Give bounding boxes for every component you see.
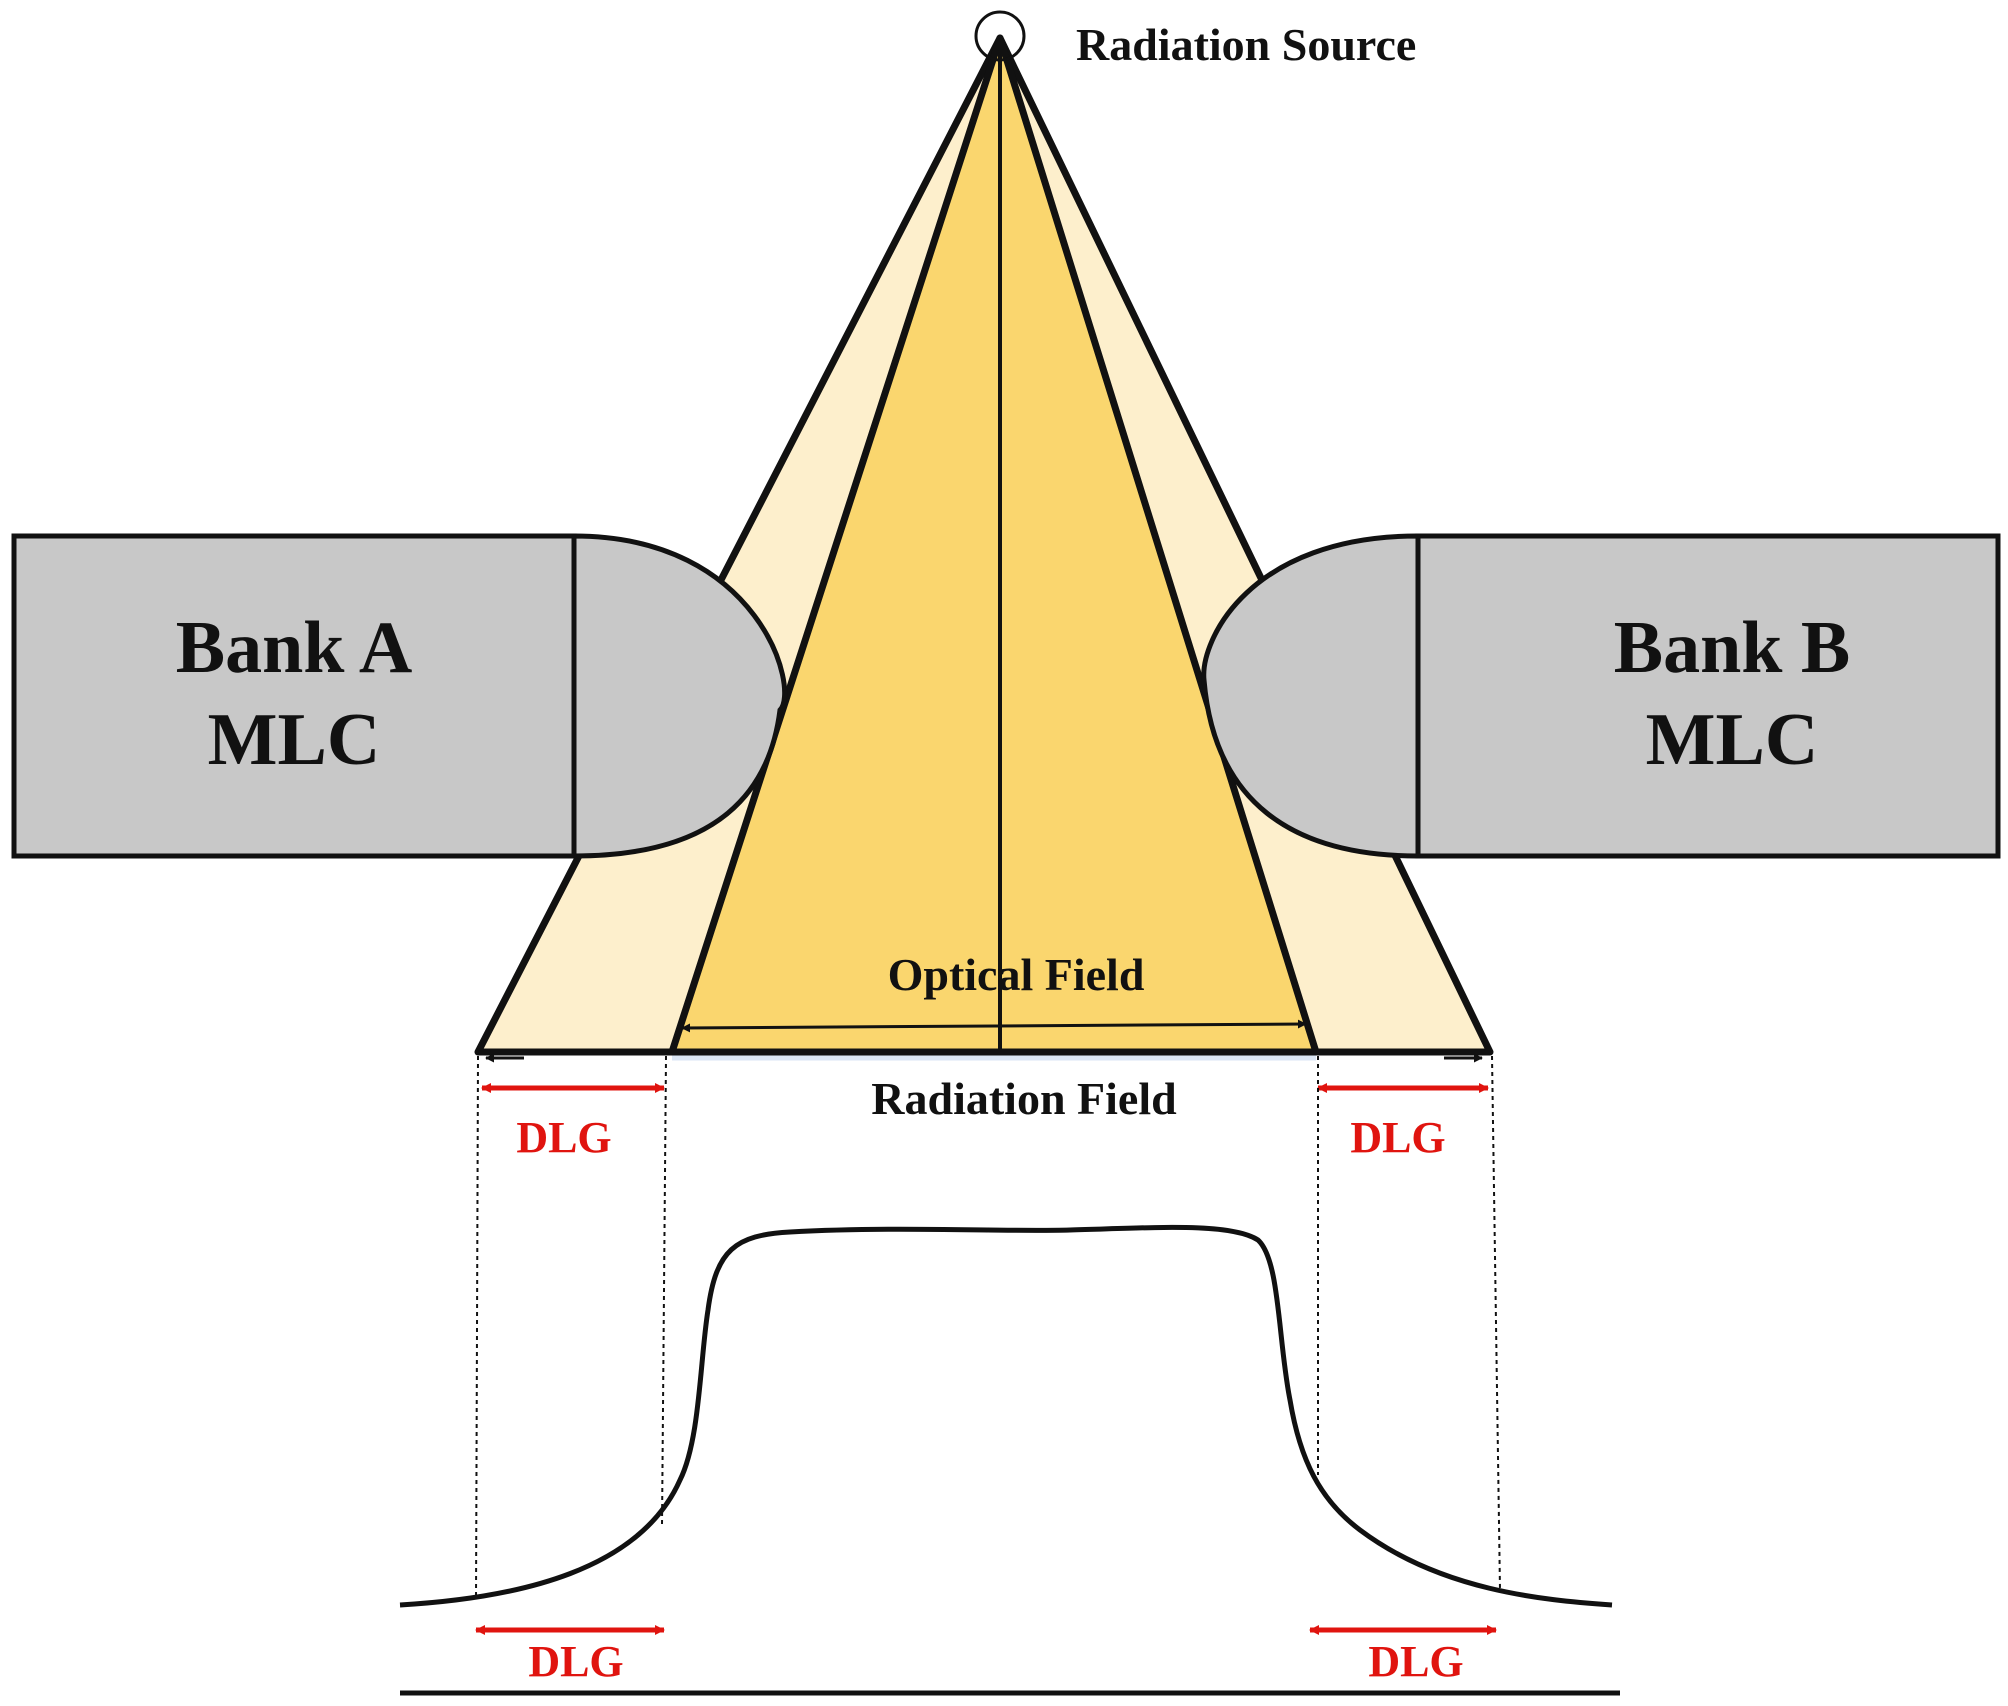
radiation-source-label: Radiation Source (1076, 19, 1416, 70)
bank-a-body (11, 533, 577, 859)
optical-field-label: Optical Field (888, 949, 1145, 1000)
bank-b-label-line2: MLC (1646, 699, 1819, 781)
bank-b-mlc (1201, 533, 2001, 859)
bank-a-mlc (11, 533, 788, 859)
radiation-source-icon (974, 10, 1026, 62)
dlg-label-upper-left: DLG (516, 1113, 611, 1162)
dlg-label-lower-left: DLG (528, 1637, 623, 1686)
optical-field-arrow (681, 1019, 1307, 1033)
dose-profile-curve (399, 1224, 1613, 1608)
bank-b-body (1415, 533, 2001, 859)
bank-a-label-line2: MLC (208, 699, 381, 781)
dotted-guides (475, 1055, 1501, 1601)
bank-a-label-line1: Bank A (176, 607, 413, 689)
dlg-label-upper-right: DLG (1350, 1113, 1445, 1162)
bank-b-label-line1: Bank B (1614, 607, 1851, 689)
bank-a-rounded-tip (571, 533, 788, 859)
radiation-field-label: Radiation Field (871, 1073, 1177, 1124)
dlg-label-lower-right: DLG (1368, 1637, 1463, 1686)
bank-b-rounded-tip (1201, 533, 1421, 859)
